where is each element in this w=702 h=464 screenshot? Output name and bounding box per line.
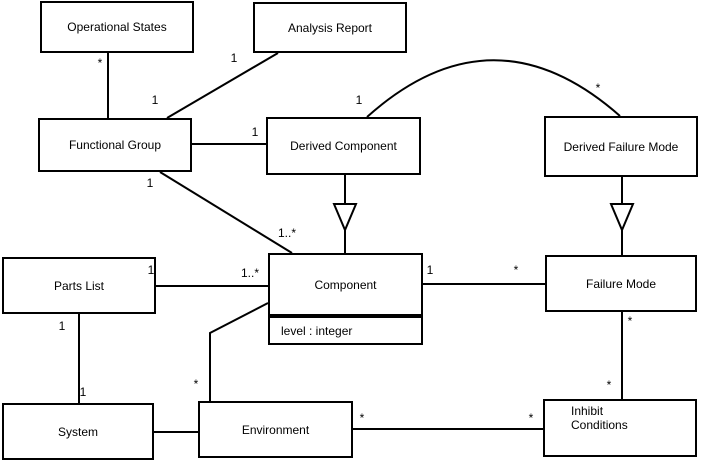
class-attribute: level : integer [281, 323, 353, 338]
class-name: Failure Mode [585, 276, 657, 291]
class-name: Parts List [53, 278, 104, 293]
class-system: System [2, 403, 154, 460]
multiplicity-derived-component-end-functional-group-assoc: 1 [251, 125, 259, 139]
association-line-environment-component [209, 302, 269, 401]
multiplicity-operational-states-end: * [97, 56, 103, 70]
class-environment: Environment [198, 401, 353, 458]
multiplicity-environment-end-inhibit-assoc: * [359, 411, 365, 425]
multiplicity-functional-group-end-analysis-report-assoc: 1 [151, 93, 159, 107]
multiplicity-component-end-functional-group-assoc: 1..* [277, 226, 297, 240]
multiplicity-failure-mode-end-inhibit-assoc: * [627, 314, 633, 328]
multiplicity-analysis-report-end: 1 [230, 51, 238, 65]
association-arc-derived-component-derived-failure-mode [366, 59, 621, 118]
class-component-attribute-compartment: level : integer [268, 316, 423, 345]
class-name: Analysis Report [287, 20, 373, 35]
class-name: System [57, 424, 98, 439]
generalization-triangle-icon-failure-mode [609, 203, 635, 233]
multiplicity-environment-end-component-assoc: * [193, 377, 199, 391]
association-line-analysis-report-functional-group [166, 52, 279, 119]
class-name: Derived Component [290, 139, 397, 153]
class-name: Operational States [67, 20, 167, 34]
multiplicity-inhibit-end-failure-mode-assoc: * [606, 378, 612, 392]
generalization-triangle-icon-component [332, 203, 358, 233]
class-operational-states: Operational States [40, 1, 194, 53]
multiplicity-functional-group-end-component-assoc: 1 [146, 176, 154, 190]
multiplicity-component-end-parts-list-assoc: 1..* [240, 266, 260, 280]
multiplicity-inhibit-end-environment-assoc: * [528, 411, 534, 425]
multiplicity-derived-failure-mode-end-arc: * [595, 81, 601, 95]
association-line-functional-group-component [159, 171, 293, 254]
class-component-name-compartment: Component [268, 253, 423, 316]
multiplicity-derived-component-end-arc: 1 [355, 93, 363, 107]
class-name: Inhibit Conditions [571, 404, 628, 432]
class-name: Derived Failure Mode [563, 139, 679, 154]
class-parts-list: Parts List [2, 257, 156, 314]
class-derived-failure-mode: Derived Failure Mode [544, 116, 698, 177]
class-inhibit-conditions: Inhibit Conditions [543, 399, 697, 457]
class-name: Environment [241, 422, 310, 437]
class-functional-group: Functional Group [38, 118, 192, 172]
multiplicity-system-end-parts-list-assoc: 1 [79, 385, 87, 399]
class-name: Component [314, 277, 377, 292]
class-name: Functional Group [68, 138, 162, 152]
multiplicity-parts-list-end-component-assoc: 1 [147, 263, 155, 277]
multiplicity-component-end-failure-mode-assoc: 1 [426, 263, 434, 277]
class-derived-component: Derived Component [266, 117, 421, 175]
class-analysis-report: Analysis Report [253, 2, 407, 53]
class-failure-mode: Failure Mode [545, 255, 697, 312]
multiplicity-failure-mode-end-component-assoc: * [513, 263, 519, 277]
multiplicity-parts-list-end-system-assoc: 1 [58, 319, 66, 333]
